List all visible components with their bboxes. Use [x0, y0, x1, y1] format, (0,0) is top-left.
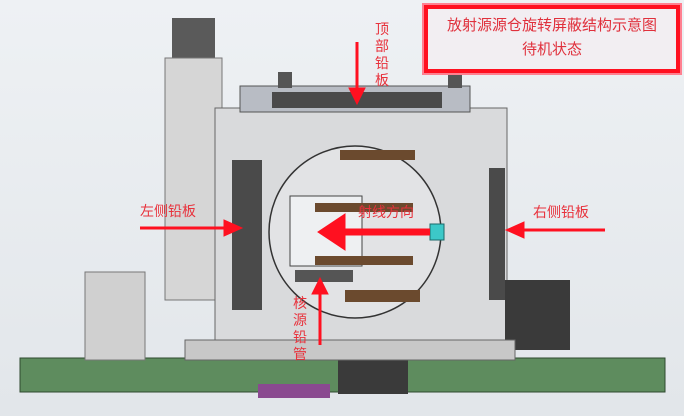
right-plate-arrowhead — [504, 221, 525, 239]
bolt-2 — [315, 203, 413, 212]
bottom-flange — [184, 339, 516, 361]
source-tube-arrowhead — [311, 276, 329, 295]
ray-direction-arrowhead — [317, 213, 346, 251]
column-top-block — [172, 18, 215, 62]
cyan-screw — [429, 223, 445, 241]
bolt-1 — [340, 150, 415, 160]
right-lead-plate — [489, 168, 505, 300]
top-plate-arrowhead — [348, 87, 366, 106]
diagram-title-box: 放射源源仓旋转屏蔽结构示意图 待机状态 — [424, 5, 680, 73]
left-plate-arrowhead — [223, 219, 244, 237]
top-screw-right — [448, 72, 462, 88]
top-screw-left — [278, 72, 292, 88]
bolt-3 — [315, 256, 413, 265]
label-source-tube: 核源铅管 — [293, 296, 307, 363]
diagram-title: 放射源源仓旋转屏蔽结构示意图 — [446, 16, 657, 34]
label-ray-direction: 射线方向 — [358, 205, 414, 221]
left-column — [164, 57, 223, 301]
annotation-arrows — [140, 42, 605, 345]
bolt-4 — [345, 290, 420, 302]
label-top-plate: 顶部铅板 — [375, 22, 389, 89]
left-lead-plate — [232, 160, 262, 310]
right-motor — [505, 280, 570, 350]
label-right-plate: 右侧铅板 — [533, 205, 589, 221]
source-lead-tube — [295, 270, 353, 282]
label-left-plate: 左侧铅板 — [140, 204, 196, 220]
diagram-state: 待机状态 — [521, 40, 582, 58]
left-small-box — [84, 271, 146, 361]
purple-mount — [258, 384, 330, 398]
